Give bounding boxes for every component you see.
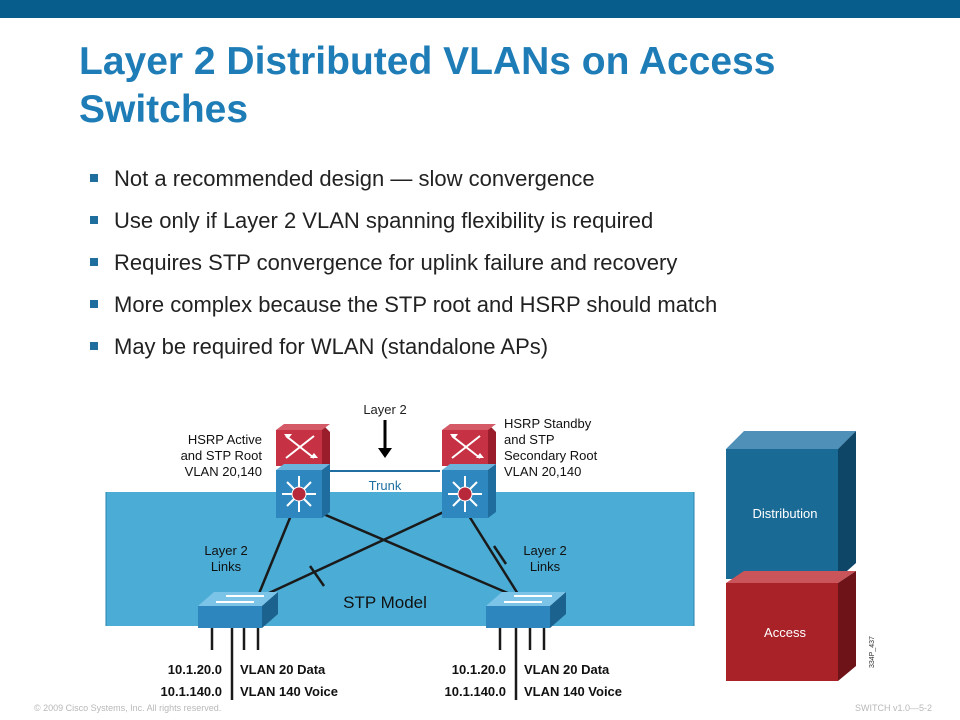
- right-dist-label-2: and STP: [504, 432, 555, 447]
- bullet-square-icon: [90, 258, 98, 266]
- bullet-text: May be required for WLAN (standalone APs…: [114, 334, 549, 359]
- title-line-1: Layer 2 Distributed VLANs on Access: [79, 40, 776, 83]
- bullet-text: Use only if Layer 2 VLAN spanning flexib…: [114, 208, 654, 233]
- bullet-text: More complex because the STP root and HS…: [114, 292, 718, 317]
- bullet-item: Use only if Layer 2 VLAN spanning flexib…: [88, 206, 717, 248]
- layer2-links: [253, 507, 520, 602]
- bullet-square-icon: [90, 342, 98, 350]
- layer2-label: Layer 2: [363, 402, 406, 417]
- blocked-port-mark-right: [492, 545, 508, 565]
- right-vlan-1: VLAN 20 Data: [524, 662, 610, 677]
- right-net-2: 10.1.140.0: [445, 684, 506, 699]
- legend-distribution-label: Distribution: [752, 506, 817, 521]
- left-dist-label-2: and STP Root: [181, 448, 263, 463]
- access-switch-left-icon: [197, 591, 279, 629]
- bullet-square-icon: [90, 300, 98, 308]
- right-links-label-1: Layer 2: [523, 543, 566, 558]
- top-banner: [0, 0, 960, 18]
- bullet-item: More complex because the STP root and HS…: [88, 290, 717, 332]
- left-vlan-2: VLAN 140 Voice: [240, 684, 338, 699]
- left-dist-label-3: VLAN 20,140: [185, 464, 262, 479]
- right-vlan-2: VLAN 140 Voice: [524, 684, 622, 699]
- stp-model-label: STP Model: [343, 593, 427, 612]
- stp-band-edge: [105, 492, 695, 626]
- title-line-2: Switches: [79, 88, 249, 131]
- bullet-item: Not a recommended design — slow converge…: [88, 164, 717, 206]
- distribution-switch-right-icon: [441, 423, 497, 519]
- left-links-label-1: Layer 2: [204, 543, 247, 558]
- access-switch-right-icon: [485, 591, 567, 629]
- layer2-arrow-head-icon: [378, 448, 392, 458]
- left-vlan-1: VLAN 20 Data: [240, 662, 326, 677]
- bullet-item: May be required for WLAN (standalone APs…: [88, 332, 717, 374]
- distribution-switch-left-icon: [275, 423, 331, 519]
- legend-access-label: Access: [764, 625, 806, 640]
- bullet-square-icon: [90, 216, 98, 224]
- bullet-list: Not a recommended design — slow converge…: [88, 164, 717, 374]
- legend-distribution-block: Distribution: [726, 431, 856, 579]
- legend-access-block: Access: [726, 571, 856, 681]
- right-dist-label-3: Secondary Root: [504, 448, 598, 463]
- bullet-item: Requires STP convergence for uplink fail…: [88, 248, 717, 290]
- left-dist-label-1: HSRP Active: [188, 432, 262, 447]
- bullet-square-icon: [90, 174, 98, 182]
- right-links-label-2: Links: [530, 559, 561, 574]
- slide-title: Layer 2 Distributed VLANs on Access Swit…: [79, 38, 939, 134]
- left-net-2: 10.1.140.0: [161, 684, 222, 699]
- left-links-label-2: Links: [211, 559, 242, 574]
- bullet-text: Requires STP convergence for uplink fail…: [114, 250, 678, 275]
- footer-course-code: SWITCH v1.0—5-2: [854, 703, 932, 713]
- figure-code: 334P_437: [869, 636, 876, 668]
- right-dist-label-1: HSRP Standby: [504, 416, 592, 431]
- trunk-label: Trunk: [369, 478, 402, 493]
- bullet-text: Not a recommended design — slow converge…: [114, 166, 595, 191]
- right-dist-label-4: VLAN 20,140: [504, 464, 581, 479]
- blocked-port-mark-left: [308, 565, 326, 587]
- right-net-1: 10.1.20.0: [452, 662, 506, 677]
- footer-copyright: © 2009 Cisco Systems, Inc. All rights re…: [34, 703, 222, 713]
- left-net-1: 10.1.20.0: [168, 662, 222, 677]
